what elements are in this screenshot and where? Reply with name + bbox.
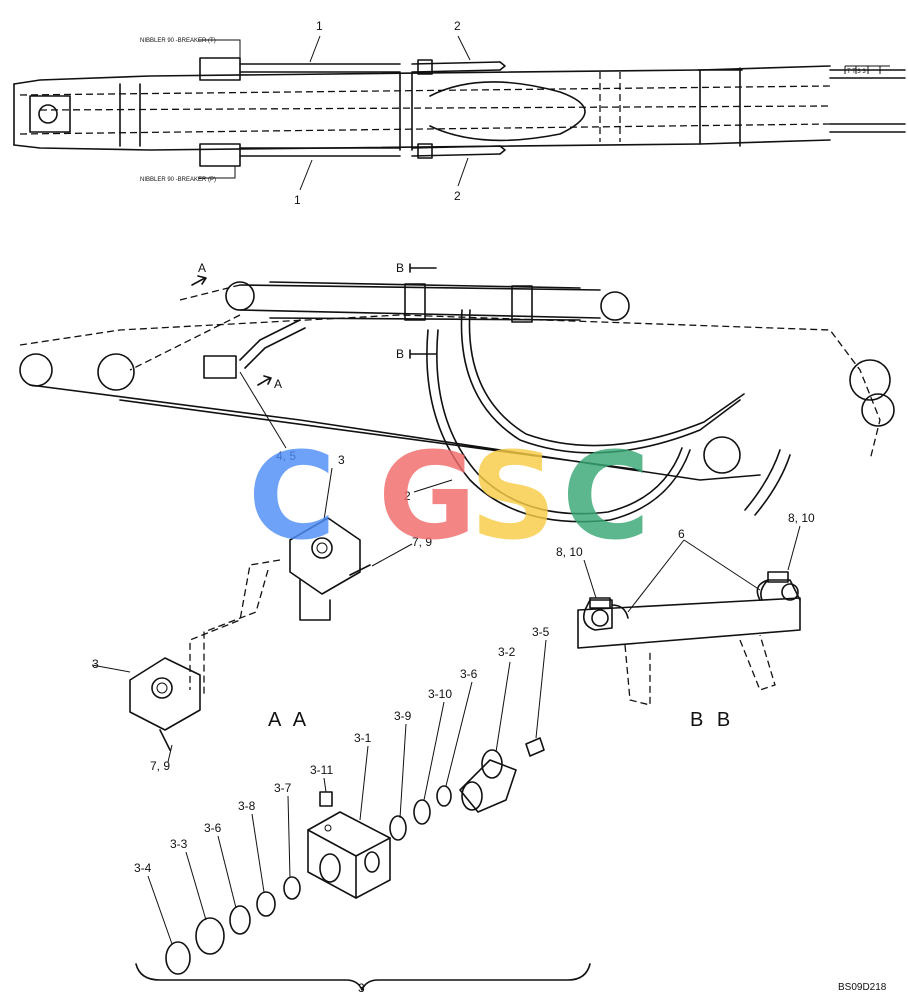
- top-view-drawing: [13, 35, 906, 191]
- note-nibbler-bottom: NIBBLER 90 -BREAKER (P): [140, 177, 216, 183]
- part-3-2: 3-2: [498, 645, 516, 659]
- arrow-a-top-label: A: [198, 261, 206, 275]
- assembly-label-3: 3: [358, 981, 365, 995]
- callout-3-aa-bottom: 3: [92, 657, 99, 671]
- part-3-8: 3-8: [238, 799, 256, 813]
- watermark-letter-g: G: [378, 428, 477, 567]
- side-view-drawing: [19, 263, 895, 523]
- note-nibbler-top: NIBBLER 90 -BREAKER (T): [140, 38, 216, 44]
- callout-8-10-right: 8, 10: [788, 511, 815, 525]
- watermark-letter-c1: C: [248, 428, 336, 567]
- callout-8-10-left: 8, 10: [556, 545, 583, 559]
- part-3-6-lower: 3-6: [204, 821, 222, 835]
- callout-6: 6: [678, 527, 685, 541]
- callout-4-5: 4, 5: [276, 449, 296, 463]
- section-aa-title: A A: [268, 709, 310, 731]
- part-3-6-upper: 3-6: [460, 667, 478, 681]
- arrow-a-bottom-label: A: [274, 377, 282, 391]
- figure-code: BS09D218: [838, 982, 887, 993]
- section-aa-drawing: [91, 517, 413, 763]
- watermark: C G S C: [248, 428, 650, 567]
- part-3-1: 3-1: [354, 731, 372, 745]
- callout-7-9-bottom: 7, 9: [150, 759, 170, 773]
- section-bb-title: B B: [690, 709, 734, 731]
- part-3-4: 3-4: [134, 861, 152, 875]
- callout-2-top: 2: [454, 19, 461, 33]
- callout-3-side: 3: [338, 453, 345, 467]
- callout-2-bottom: 2: [454, 189, 461, 203]
- arrow-b-top-label: B: [396, 261, 404, 275]
- exploded-view-drawing: [135, 639, 591, 991]
- section-bb-drawing: [577, 525, 801, 706]
- end-marks: T T 3 3: [847, 69, 866, 75]
- part-3-11: 3-11: [310, 763, 333, 777]
- part-3-3: 3-3: [170, 837, 188, 851]
- part-3-5: 3-5: [532, 625, 550, 639]
- watermark-letter-s: S: [470, 428, 556, 567]
- callout-7-9-top: 7, 9: [412, 535, 432, 549]
- callout-2-side: 2: [404, 489, 411, 503]
- arrow-b-bottom-label: B: [396, 347, 404, 361]
- watermark-letter-c2: C: [562, 428, 650, 567]
- part-3-10: 3-10: [428, 687, 452, 701]
- callout-1-top: 1: [316, 19, 323, 33]
- part-3-9: 3-9: [394, 709, 412, 723]
- part-3-7: 3-7: [274, 781, 292, 795]
- callout-1-bottom: 1: [294, 193, 301, 207]
